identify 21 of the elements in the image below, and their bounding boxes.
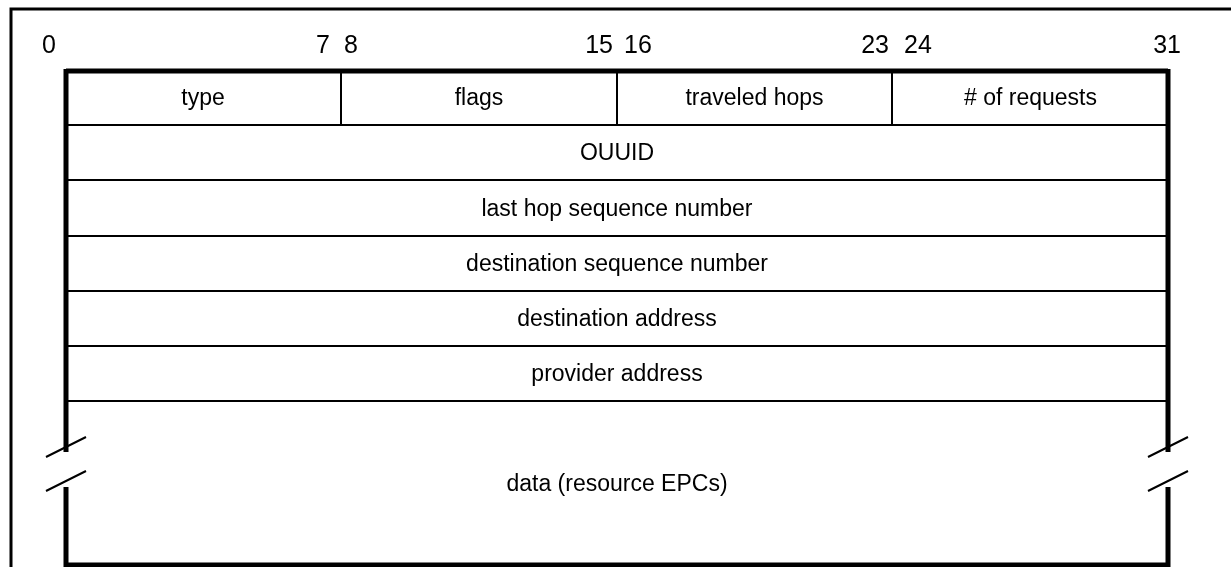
field-label: data (resource EPCs) [506,469,728,497]
field-label: last hop sequence number [481,194,753,222]
field-cell [66,71,342,126]
field-label: destination sequence number [466,250,768,277]
field-label: type [181,84,225,111]
field-label: destination address [517,305,717,332]
bit-number: 16 [624,30,652,59]
bit-number: 23 [861,30,889,59]
field-label: flags [454,84,504,111]
bit-number: 7 [316,30,330,59]
field-label: traveled hops [685,84,824,111]
bit-number: 0 [42,30,56,59]
bit-number: 15 [585,30,613,59]
bit-number: 31 [1153,30,1181,59]
bit-number: 8 [344,30,358,59]
field-label: OUUID [579,139,655,166]
bit-number: 24 [904,30,932,59]
field-cell [618,71,893,126]
field-label: # of requests [964,84,1097,111]
field-cell [342,71,618,126]
field-label: provider address [531,360,703,387]
